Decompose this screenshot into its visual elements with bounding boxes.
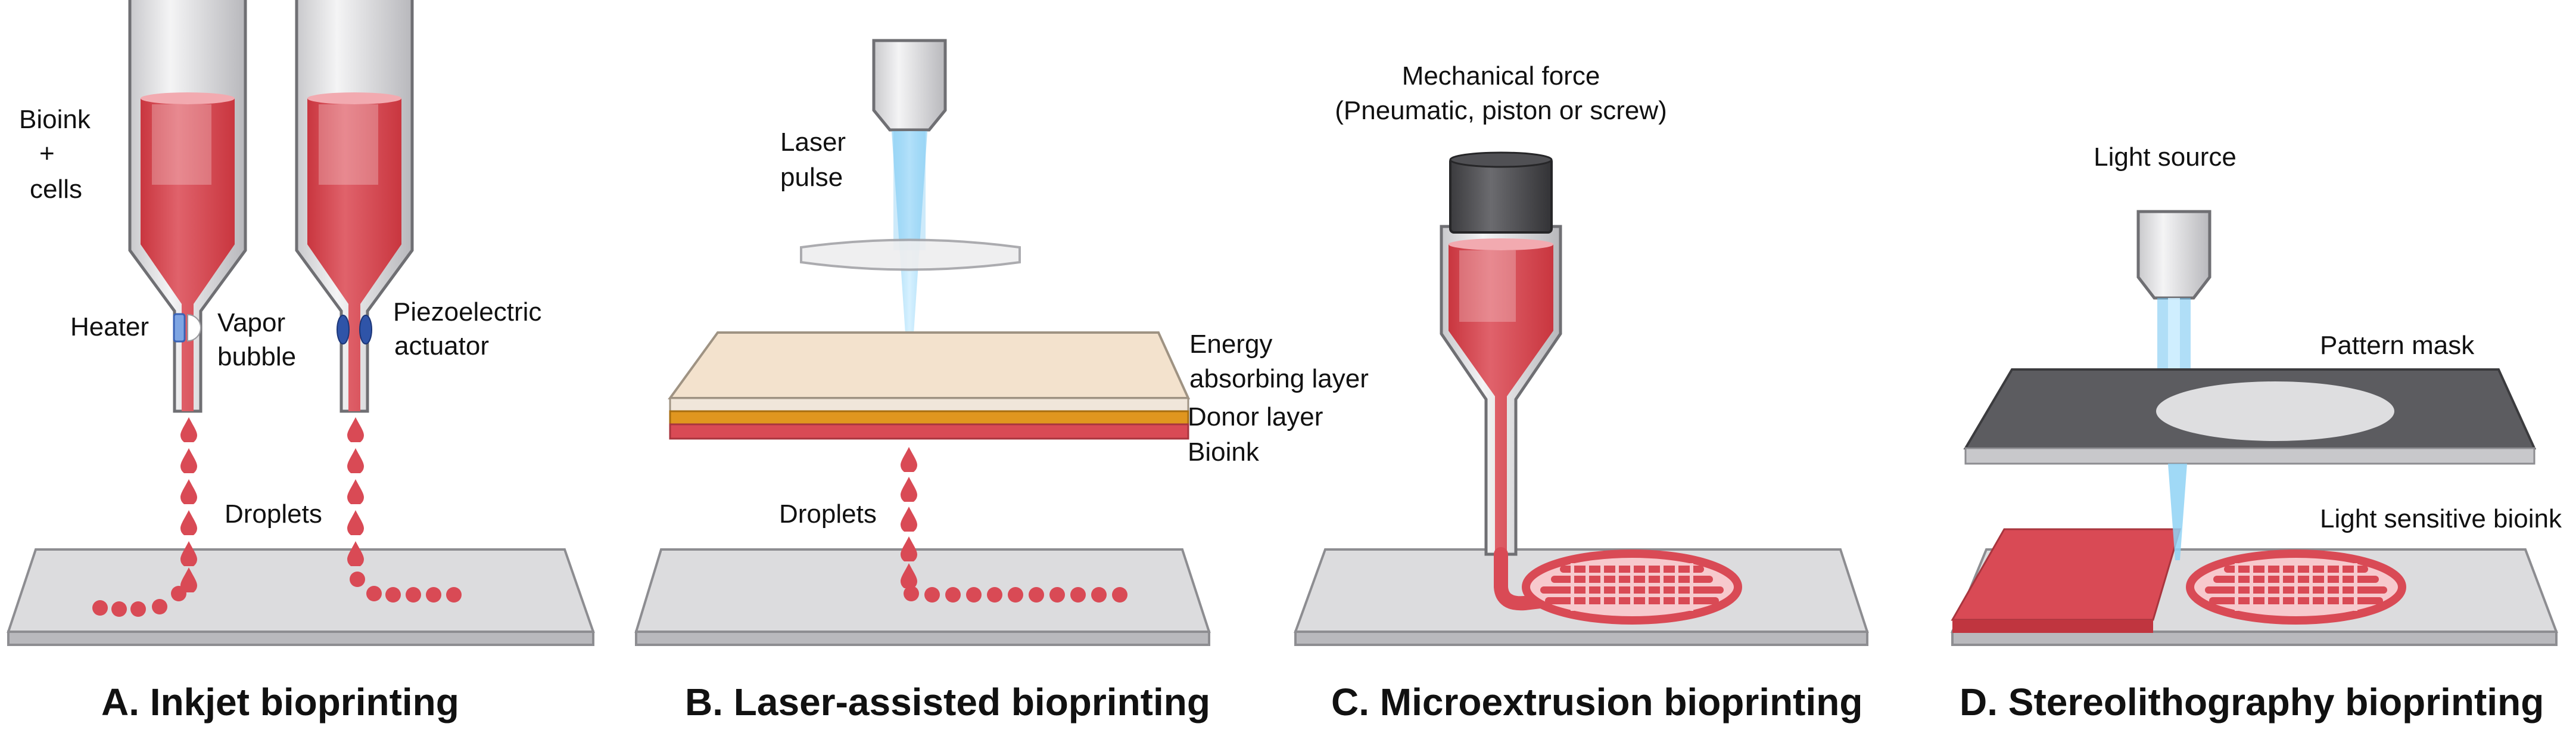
vapor-bubble-icon — [187, 313, 201, 342]
title-b: B. Laser-assisted bioprinting — [685, 681, 1210, 724]
platform-a — [7, 548, 595, 646]
light-source-icon — [2136, 210, 2211, 300]
heater-icon — [173, 313, 186, 343]
cured-pattern — [2186, 549, 2406, 625]
label-actuator: actuator — [394, 331, 489, 361]
label-bubble: bubble — [217, 342, 296, 371]
panel-inkjet: Bioink + cells Heater Vapor bubble Piezo… — [7, 0, 595, 724]
label-plus: + — [39, 139, 55, 168]
label-bioink-b: Bioink — [1188, 437, 1260, 467]
layer-stack — [668, 331, 1191, 440]
focusing-lens — [800, 238, 1021, 271]
label-bioink: Bioink — [19, 105, 91, 134]
label-piezoelectric: Piezoelectric — [393, 297, 541, 327]
panel-laser: Laser pulse Energy absorbing layer Donor… — [634, 39, 1369, 724]
label-vapor: Vapor — [217, 308, 285, 337]
label-droplets-a: Droplets — [225, 499, 322, 529]
printed-block — [1951, 528, 2182, 633]
label-absorbing-layer: absorbing layer — [1189, 364, 1369, 393]
droplets-a-right — [347, 417, 462, 603]
extruded-filament — [1494, 547, 1742, 625]
piston-icon — [1449, 151, 1553, 234]
piezo-nozzle — [295, 0, 414, 413]
title-d: D. Stereolithography bioprinting — [1960, 681, 2544, 724]
label-force-types: (Pneumatic, piston or screw) — [1335, 96, 1667, 125]
label-mechanical-force: Mechanical force — [1402, 61, 1600, 91]
title-a: A. Inkjet bioprinting — [101, 681, 459, 724]
panel-microextrusion: Mechanical force (Pneumatic, piston or s… — [1294, 61, 1869, 724]
label-heater: Heater — [70, 312, 149, 341]
label-donor-layer: Donor layer — [1188, 402, 1323, 431]
light-beam-lower — [2168, 464, 2187, 560]
label-energy: Energy — [1189, 330, 1272, 359]
label-laser: Laser — [780, 128, 846, 157]
label-pattern-mask: Pattern mask — [2320, 331, 2475, 360]
laser-source-icon — [872, 39, 947, 132]
droplets-a-left — [92, 417, 197, 617]
pattern-mask — [1963, 368, 2537, 465]
panel-stereolithography: Light source Pattern mask Light sensitiv… — [1951, 142, 2562, 724]
piezo-actuator-icon — [337, 315, 372, 344]
extrusion-syringe — [1440, 225, 1562, 556]
droplets-b — [901, 447, 1127, 603]
platform-b — [634, 548, 1211, 646]
label-light-source: Light source — [2094, 142, 2237, 172]
title-c: C. Microextrusion bioprinting — [1331, 681, 1862, 724]
label-cells: cells — [30, 175, 82, 204]
label-droplets-b: Droplets — [779, 499, 877, 529]
thermal-nozzle — [128, 0, 247, 413]
label-light-sensitive-bioink: Light sensitive bioink — [2320, 504, 2562, 533]
label-pulse: pulse — [780, 163, 843, 192]
